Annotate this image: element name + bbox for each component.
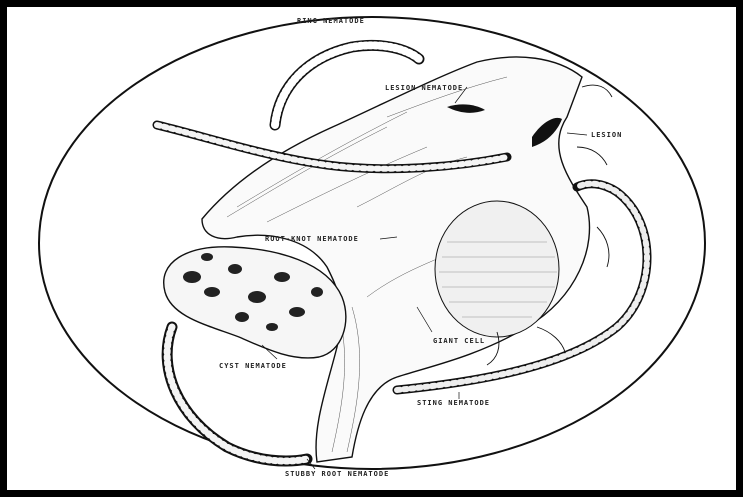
label-stubby-root-nematode: STUBBY ROOT NEMATODE	[285, 470, 389, 478]
label-sting-nematode: STING NEMATODE	[417, 399, 490, 407]
nematode-root-illustration	[7, 7, 736, 490]
label-lesion-nematode: LESION NEMATODE	[385, 84, 463, 92]
label-lesion: LESION	[591, 131, 622, 139]
illustration-canvas: RING NEMATODE LESION NEMATODE LESION ROO…	[7, 7, 736, 490]
label-root-knot-nematode: ROOT-KNOT NEMATODE	[265, 235, 359, 243]
label-cyst-nematode: CYST NEMATODE	[219, 362, 287, 370]
label-giant-cell: GIANT CELL	[433, 337, 485, 345]
label-ring-nematode: RING NEMATODE	[297, 17, 365, 25]
giant-cell	[435, 201, 559, 337]
